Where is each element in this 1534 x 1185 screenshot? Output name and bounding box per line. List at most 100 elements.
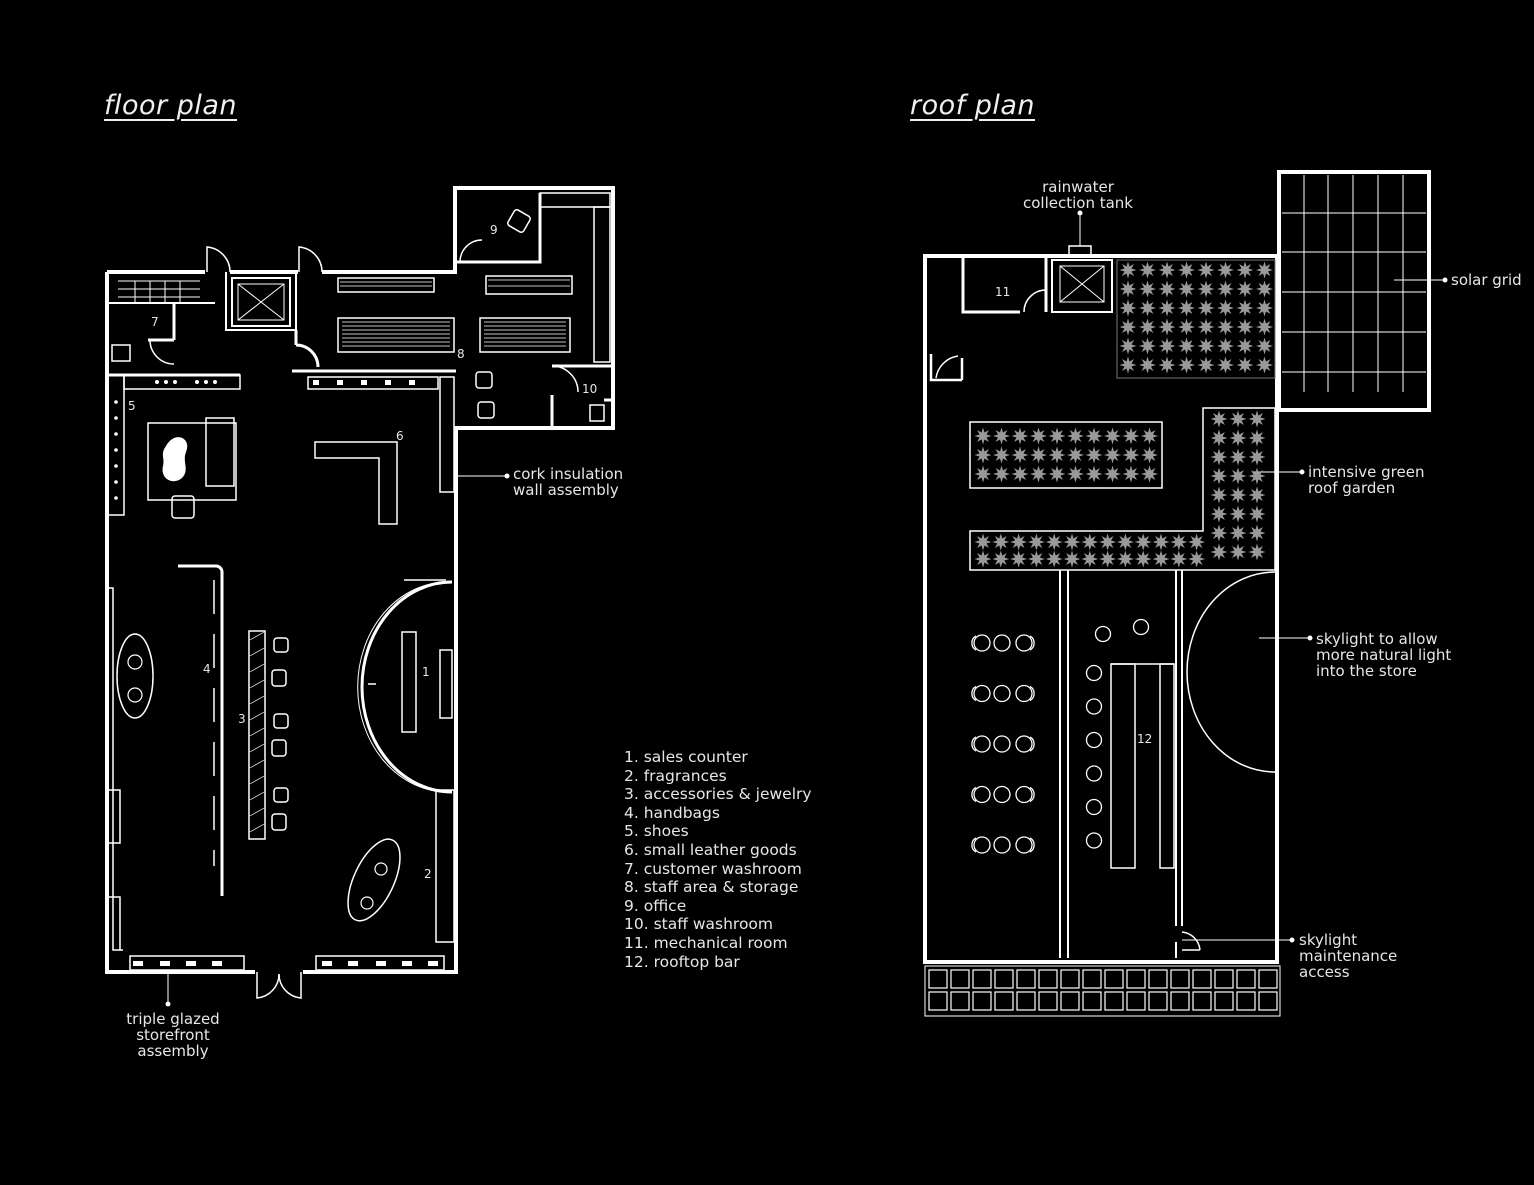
green-roof-l — [969, 407, 1276, 571]
roof-paver-grid — [924, 965, 1281, 1017]
legend-item-12: 12. rooftop bar — [624, 952, 740, 971]
shrub-icon — [1210, 467, 1228, 485]
legend-item-2: 2. fragrances — [624, 766, 727, 785]
paver-cell — [1104, 969, 1124, 989]
paver-cell — [1148, 969, 1168, 989]
legend-item-6: 6. small leather goods — [624, 840, 797, 859]
shrub-icon — [1085, 446, 1103, 464]
shrub-icon — [1248, 429, 1266, 447]
shrub-icon — [1011, 427, 1029, 445]
shrub-icon — [1099, 550, 1117, 568]
floor-exterior-wall — [105, 186, 615, 974]
shrub-icon — [1248, 505, 1266, 523]
paver-cell — [972, 969, 992, 989]
bar-stool-icon — [1085, 664, 1103, 682]
shrub-icon — [1229, 410, 1247, 428]
shrub-icon — [1134, 533, 1152, 551]
shrub-icon — [1158, 356, 1176, 374]
shrub-icon — [1197, 280, 1215, 298]
table-end-icon — [971, 635, 977, 651]
shrub-icon — [1067, 446, 1084, 464]
room-12-number: 12 — [1137, 732, 1152, 746]
bar-seat-icon — [1015, 735, 1033, 753]
shrub-icon — [1229, 543, 1247, 561]
roof-elevator — [1051, 259, 1113, 313]
solar-grid — [1277, 170, 1431, 412]
table-end-icon — [971, 786, 977, 803]
green-roof-top — [1116, 259, 1276, 379]
table-end-icon — [971, 837, 977, 853]
room-5-number: 5 — [128, 399, 136, 413]
shrub-icon — [1119, 299, 1137, 317]
shrub-icon — [1011, 446, 1029, 464]
shrub-icon — [1010, 550, 1028, 568]
shrub-icon — [1236, 337, 1254, 355]
paver-cell — [1258, 991, 1278, 1011]
office-wall — [455, 193, 542, 264]
table-end-icon — [971, 685, 977, 702]
shrub-icon — [1122, 465, 1140, 483]
shrub-icon — [1048, 446, 1066, 464]
legend-item-10: 10. staff washroom — [624, 915, 774, 934]
paver-cell — [1192, 991, 1212, 1011]
bar-stool-icon — [1085, 698, 1103, 715]
paver-cell — [1148, 991, 1168, 1011]
shrub-icon — [1236, 299, 1254, 317]
legend-item-3: 3. accessories & jewelry — [624, 785, 812, 804]
counter-stools — [271, 637, 289, 831]
shrub-icon — [1210, 524, 1228, 542]
shrub-icon — [1197, 318, 1215, 336]
bar-stool-icon — [1085, 731, 1103, 749]
shrub-icon — [1170, 550, 1188, 568]
paver-cell — [1170, 991, 1190, 1011]
shrub-icon — [993, 427, 1010, 445]
shrub-icon — [1158, 299, 1176, 317]
bar-seat-icon — [1015, 836, 1033, 854]
shrub-icon — [1116, 533, 1134, 551]
shrub-icon — [974, 427, 992, 445]
planting — [974, 261, 1273, 568]
shrub-icon — [1178, 280, 1195, 298]
shoe-wall-display — [107, 374, 125, 516]
paver-cell — [1170, 969, 1190, 989]
paver-cell — [1192, 969, 1212, 989]
shrub-icon — [1256, 356, 1273, 374]
shrub-icon — [1158, 261, 1176, 279]
handbag-wall — [178, 564, 224, 896]
floor-plan-title: floor plan — [104, 90, 238, 121]
shrub-icon — [1210, 505, 1228, 523]
paver-cell — [1214, 969, 1234, 989]
room-4-number: 4 — [203, 662, 211, 676]
accessories-counter — [248, 630, 266, 840]
shrub-icon — [1010, 533, 1028, 551]
washroom-7-wall — [148, 303, 176, 342]
legend-item-5: 5. shoes — [624, 822, 689, 841]
shrub-icon — [1256, 299, 1273, 317]
shrub-icon — [974, 550, 992, 568]
shrub-icon — [974, 533, 992, 551]
legend-item-1: 1. sales counter — [624, 748, 748, 766]
shrub-icon — [1236, 318, 1254, 336]
shrub-icon — [1119, 356, 1137, 374]
fragrance-oval — [347, 838, 401, 922]
shrub-icon — [1139, 318, 1156, 336]
shrub-icon — [1152, 533, 1170, 551]
paver-cell — [1126, 991, 1146, 1011]
paver-cell — [1104, 991, 1124, 1011]
bar-seat-icon — [1015, 634, 1033, 652]
room-8-number: 8 — [457, 347, 465, 361]
staff-washroom-wall — [550, 364, 613, 428]
shrub-icon — [1210, 486, 1228, 504]
paver-cell — [1060, 991, 1080, 1011]
table-end-icon — [1029, 635, 1035, 651]
bar-seat-icon — [993, 785, 1011, 804]
bar-seat-icon — [973, 684, 991, 703]
paver-cell — [1126, 969, 1146, 989]
shrub-icon — [1116, 550, 1134, 568]
paver-cell — [994, 969, 1014, 989]
paver-cell — [1016, 991, 1036, 1011]
shrub-icon — [1081, 550, 1099, 568]
shrub-icon — [1141, 446, 1158, 464]
table-end-icon — [971, 736, 977, 752]
room-3-number: 3 — [238, 712, 246, 726]
